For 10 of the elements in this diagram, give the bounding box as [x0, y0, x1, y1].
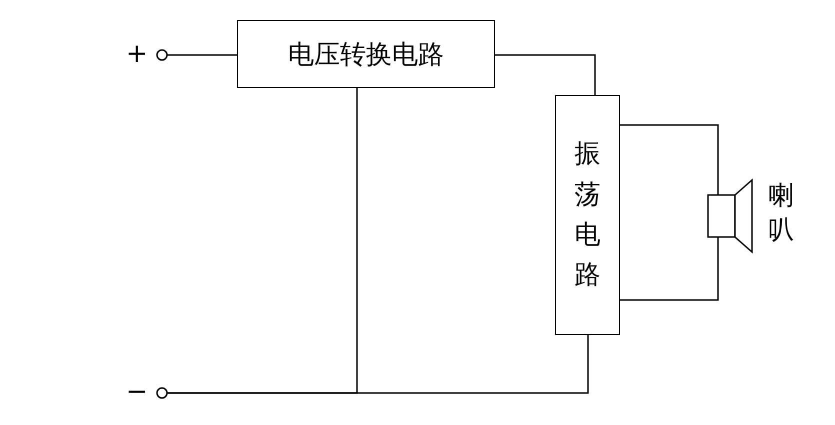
- wire: [620, 124, 719, 195]
- wire: [620, 237, 719, 301]
- terminal-label: +: [126, 41, 148, 67]
- wire: [167, 335, 589, 394]
- terminal-label: −: [126, 379, 148, 405]
- wire: [495, 54, 596, 95]
- wire: [167, 54, 237, 56]
- speaker-label: 喇叭: [768, 180, 795, 247]
- circuit-box: 振荡电路: [555, 95, 620, 335]
- circuit-box: 电压转换电路: [237, 20, 495, 88]
